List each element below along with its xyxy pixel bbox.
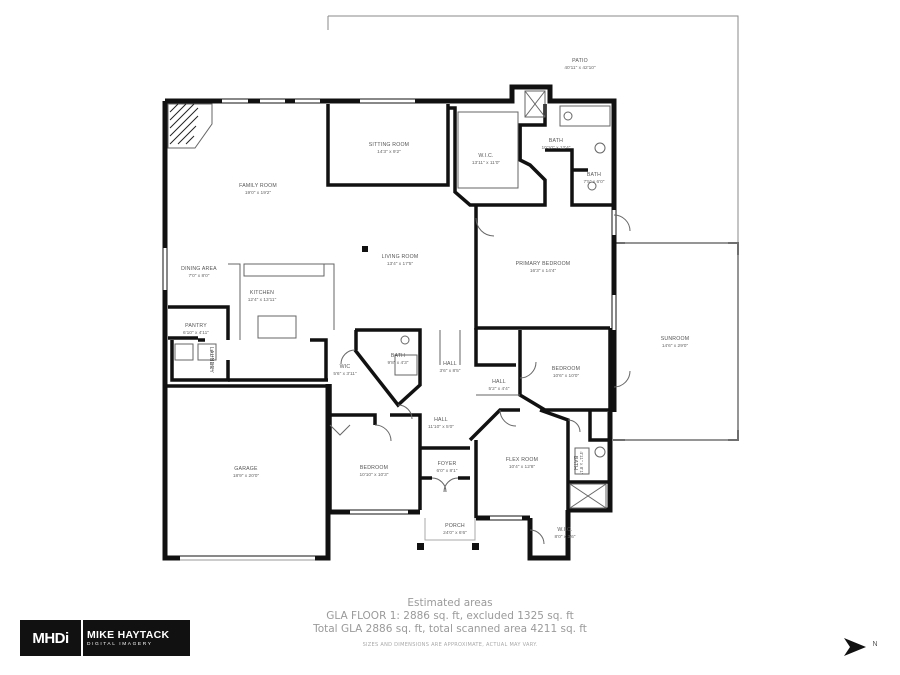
areas-gla-floor: GLA FLOOR 1: 2886 sq. ft, excluded 1325 … [326, 610, 574, 622]
logo-mark: MHDi [20, 620, 81, 656]
hall-2-dim: 5'2" x 4'4" [489, 386, 510, 392]
areas-total-gla: Total GLA 2886 sq. ft, total scanned are… [313, 622, 587, 635]
laundry-label: LAUNDRY [208, 347, 214, 373]
fixture-lines [167, 90, 631, 545]
fireplace-hatch [169, 103, 199, 145]
family-room-dim: 19'0" x 19'2" [245, 190, 272, 196]
hall-3-label: HALL [434, 417, 448, 423]
wic-small-label: WIC [340, 364, 351, 370]
company-logo: MHDi MIKE HAYTACK DIGITAL IMAGERY [20, 620, 190, 656]
flex-room-label: FLEX ROOM [506, 457, 538, 463]
logo-subtitle: DIGITAL IMAGERY [87, 642, 153, 647]
wic-small-dim: 5'6" x 3'11" [333, 371, 357, 377]
patio-outline [327, 15, 739, 242]
wic-primary-dim: 13'11" x 11'0" [472, 160, 501, 166]
pantry-label: PANTRY [185, 323, 207, 329]
window-gaps [163, 99, 616, 520]
flex-room-dim: 10'4" x 12'8" [509, 464, 536, 470]
logo-name: MIKE HAYTACK [87, 629, 170, 641]
bedroom-1-label: BEDROOM [552, 366, 580, 372]
areas-disclaimer: SIZES AND DIMENSIONS ARE APPROXIMATE, AC… [362, 642, 538, 648]
kitchen-label: KITCHEN [250, 290, 274, 296]
garage-dim: 18'9" x 20'0" [233, 473, 260, 479]
north-arrow-icon: N [844, 638, 878, 656]
north-label: N [872, 641, 877, 648]
bath-hall-label: BATH [391, 353, 405, 359]
laundry-dim: 5'7" x 6'1" [208, 350, 214, 371]
dining-area-dim: 7'0" x 8'0" [189, 273, 210, 279]
sitting-room-label: SITTING ROOM [369, 142, 409, 148]
living-room-label: LIVING ROOM [382, 254, 419, 260]
primary-bedroom-label: PRIMARY BEDROOM [516, 261, 571, 267]
patio-label: PATIO [572, 58, 588, 64]
room-labels: PATIO 40'11" x 42'10" FAMILY ROOM 19'0" … [181, 58, 689, 540]
family-room-label: FAMILY ROOM [239, 183, 277, 189]
sunroom-label: SUNROOM [661, 336, 690, 342]
bedroom-2-label: BEDROOM [360, 465, 388, 471]
porch-dim: 24'0" x 6'6" [443, 530, 467, 536]
foyer-label: FOYER [438, 461, 457, 467]
porch-columns [417, 543, 479, 550]
hall-1-dim: 3'6" x 8'5" [440, 368, 461, 374]
hall-2-label: HALL [492, 379, 506, 385]
interior-walls [165, 104, 614, 518]
bath-small-label: BATH [587, 172, 601, 178]
sitting-room-dim: 14'3" x 9'2" [377, 149, 401, 155]
wic-primary-label: W.I.C. [478, 153, 493, 159]
porch-outline [424, 518, 476, 541]
hall-3-dim: 11'10" x 5'0" [428, 424, 454, 430]
bath-primary-dim: 10'10" x 12'4" [542, 145, 571, 151]
logo-text: MIKE HAYTACK DIGITAL IMAGERY [83, 620, 190, 656]
bedroom-2-dim: 10'10" x 10'3" [360, 472, 389, 478]
bath-primary-label: BATH [549, 138, 563, 144]
bath-small-dim: 7'5" x 6'0" [584, 179, 605, 185]
bath-side-label: BATH [572, 456, 578, 470]
kitchen-dim: 12'4" x 13'11" [248, 297, 277, 303]
wic-bottom-dim: 8'0" x 3'6" [555, 534, 576, 540]
pantry-dim: 6'10" x 4'11" [183, 330, 209, 336]
garage-label: GARAGE [234, 466, 258, 472]
bath-hall-dim: 9'8" x 4'3" [388, 360, 409, 366]
hall-1-label: HALL [443, 361, 457, 367]
column-marker [362, 246, 368, 252]
sunroom-windows [625, 242, 739, 441]
areas-title: Estimated areas [407, 597, 493, 609]
exterior-walls [162, 84, 617, 561]
bath-side-dim: 4'11" x 8'1" [578, 451, 584, 475]
dining-area-label: DINING AREA [181, 266, 217, 272]
foyer-dim: 6'0" x 8'1" [437, 468, 458, 474]
estimated-areas: Estimated areas GLA FLOOR 1: 2886 sq. ft… [250, 596, 650, 649]
bedroom-1-dim: 10'6" x 10'0" [553, 373, 580, 379]
primary-bedroom-dim: 16'3" x 14'4" [530, 268, 557, 274]
patio-dim: 40'11" x 42'10" [564, 65, 596, 71]
wic-bottom-label: W.I.C. [557, 527, 572, 533]
porch-label: PORCH [445, 523, 465, 529]
sunroom-dim: 14'6" x 29'0" [662, 343, 689, 349]
living-room-dim: 13'4" x 17'5" [387, 261, 414, 267]
